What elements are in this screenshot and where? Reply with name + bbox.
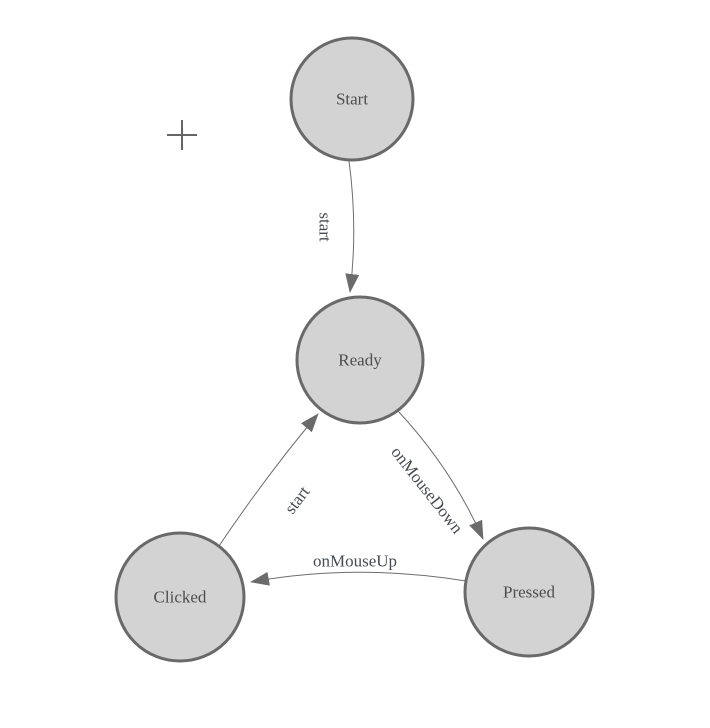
- state-label: Ready: [338, 351, 382, 370]
- state-label: Start: [336, 90, 368, 109]
- state-label: Clicked: [154, 588, 207, 607]
- state-circle[interactable]: [289, 36, 415, 162]
- state-circle[interactable]: [114, 531, 246, 663]
- crosshair-cursor-icon: [167, 120, 197, 150]
- state-node-ready[interactable]: Ready: [295, 295, 425, 425]
- transition-line[interactable]: [345, 160, 360, 293]
- transition-clicked-to-ready[interactable]: start: [218, 413, 319, 547]
- state-node-pressed[interactable]: Pressed: [463, 526, 595, 658]
- transition-label: onMouseUp: [313, 552, 397, 571]
- transition-label: start: [281, 482, 314, 517]
- transition-label: start: [316, 212, 335, 242]
- transition-line[interactable]: [218, 413, 319, 547]
- transition-pressed-to-clicked[interactable]: onMouseUp: [250, 552, 467, 586]
- state-circle[interactable]: [295, 295, 425, 425]
- transition-label: onMouseDown: [387, 443, 467, 538]
- state-node-clicked[interactable]: Clicked: [114, 531, 246, 663]
- transition-start-to-ready[interactable]: start: [316, 160, 360, 293]
- transition-line[interactable]: [397, 410, 484, 540]
- state-node-start[interactable]: Start: [289, 36, 415, 162]
- transition-line[interactable]: [250, 571, 467, 586]
- transition-ready-to-pressed[interactable]: onMouseDown: [387, 410, 484, 540]
- state-circle[interactable]: [463, 526, 595, 658]
- state-label: Pressed: [503, 583, 555, 602]
